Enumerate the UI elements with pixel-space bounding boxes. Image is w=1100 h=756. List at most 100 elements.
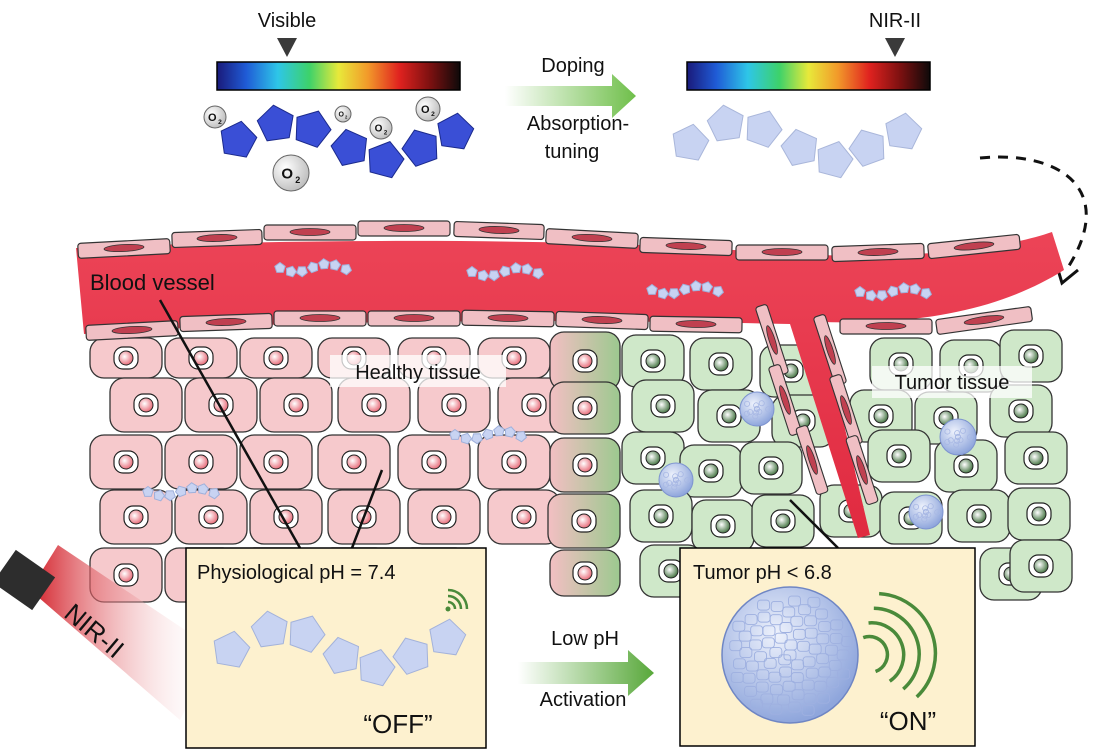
healthy-cell (174, 489, 248, 545)
tumor-label-backdrop (872, 366, 1032, 398)
aggregate-subunit (757, 599, 770, 611)
aggregate-subunit (732, 620, 746, 632)
nanoparticle (739, 391, 775, 427)
cell-nucleus (653, 508, 669, 524)
vessel-wall-top (77, 220, 1021, 263)
healthy-cell (249, 489, 323, 545)
mini-polymer-unit (306, 261, 319, 274)
mini-polymer-unit (909, 283, 922, 295)
cell-nucleus (1028, 450, 1044, 466)
nanoparticle-dot (672, 480, 679, 487)
mini-polymer-unit (510, 262, 522, 274)
aggregate-subunit (774, 632, 788, 644)
oxygen-subscript: 2 (295, 175, 300, 185)
tumor-tissue-label: Tumor tissue (895, 372, 1010, 394)
polymer-unit (746, 110, 783, 148)
endothelial-cell (263, 224, 357, 241)
nir-lamp-icon (0, 549, 56, 611)
endothelial-cell (839, 318, 933, 335)
healthy-cell (549, 331, 621, 391)
nanoparticle-dot (947, 437, 954, 444)
tumor-nanoparticles (658, 391, 977, 530)
endothelial-cell (927, 233, 1021, 260)
endothelial-cell (367, 310, 461, 327)
off-state-label: “OFF” (363, 709, 432, 739)
aggregate-subunit (837, 668, 851, 680)
aggregate-subunit (749, 639, 763, 651)
nanoparticle-texture (729, 595, 855, 716)
aggregate-subunit (828, 660, 842, 671)
mini-polymer-unit (701, 281, 714, 293)
visible-marker-icon (277, 38, 297, 57)
cell-nucleus (1031, 506, 1047, 522)
doping-label: Doping (541, 55, 604, 77)
endothelial-nucleus (478, 226, 520, 234)
tumor-cell (689, 337, 753, 391)
tumor-cell (1009, 539, 1073, 593)
cell-nucleus (268, 350, 284, 366)
endothelial-cell (735, 244, 829, 261)
vessel-body (76, 232, 1064, 538)
cell-nucleus (577, 565, 593, 581)
cell-nucleus (203, 509, 219, 525)
doping-arrow (505, 74, 636, 118)
tumor-cell (679, 444, 743, 498)
mini-polymer-unit (174, 485, 187, 498)
oxygen-bubble (415, 96, 441, 122)
cell-nucleus (721, 408, 737, 424)
healthy-cell (164, 434, 238, 490)
polymer-unit (256, 104, 294, 142)
mini-polymer-unit (865, 289, 878, 302)
mini-polymer-unit (477, 269, 490, 282)
tumor-cell (1004, 431, 1068, 485)
light-polymer-chain (672, 104, 923, 179)
endothelial-cell (935, 306, 1033, 335)
aggregate-subunit (763, 657, 777, 669)
nir-label: NIR-II (869, 10, 921, 32)
aggregate-subunit (816, 692, 830, 704)
aggregate-subunit (807, 596, 821, 608)
polymer-unit (780, 128, 818, 166)
mini-polymer-unit (690, 280, 702, 292)
mini-polymer-unit (854, 285, 866, 297)
cell-nucleus (288, 397, 304, 413)
oxygen-subscript: 2 (384, 131, 388, 137)
mini-polymer-unit (646, 283, 658, 295)
on-panel: Tumor pH < 6.8 “ON” (679, 547, 976, 747)
endothelial-nucleus (487, 314, 529, 322)
cell-nucleus (446, 397, 462, 413)
aggregate-subunit (754, 651, 767, 663)
off-polymer-chain (213, 610, 467, 687)
mini-polymer-unit (515, 430, 528, 443)
polymer-unit (672, 123, 710, 161)
on-panel-title: Tumor pH < 6.8 (693, 562, 832, 584)
healthy-cell (549, 549, 621, 597)
oxygen-label: O (281, 165, 293, 182)
polymer-unit (322, 636, 360, 674)
aggregate-subunit (770, 601, 784, 612)
activation-arrow-group: Low pH Activation (518, 628, 654, 711)
cell-nucleus (128, 509, 144, 525)
endothelial-nucleus (581, 316, 623, 324)
endothelial-cell (555, 310, 649, 331)
healthy-label-backdrop (330, 355, 506, 387)
aggregate-subunit (729, 640, 743, 652)
aggregate-subunit (788, 701, 802, 713)
endothelial-cell (273, 310, 367, 327)
endothelial-nucleus (111, 325, 153, 335)
cell-nucleus (971, 508, 987, 524)
cell-nucleus (516, 509, 532, 525)
cell-nucleus (655, 398, 671, 414)
mini-polymer-unit (657, 287, 670, 300)
cell-nucleus (138, 397, 154, 413)
oxygen-label: O (375, 124, 383, 135)
tumor-cell (621, 334, 685, 388)
nanoparticle-dot (662, 481, 669, 488)
nanoparticle-dot (954, 437, 961, 444)
mini-polymer-unit (449, 428, 461, 440)
endothelial-nucleus (806, 445, 818, 475)
nanoparticle-dot (744, 400, 751, 407)
pointer-line-tumor (789, 499, 839, 549)
aggregate-subunit (825, 644, 838, 656)
cell-nucleus (1033, 558, 1049, 574)
